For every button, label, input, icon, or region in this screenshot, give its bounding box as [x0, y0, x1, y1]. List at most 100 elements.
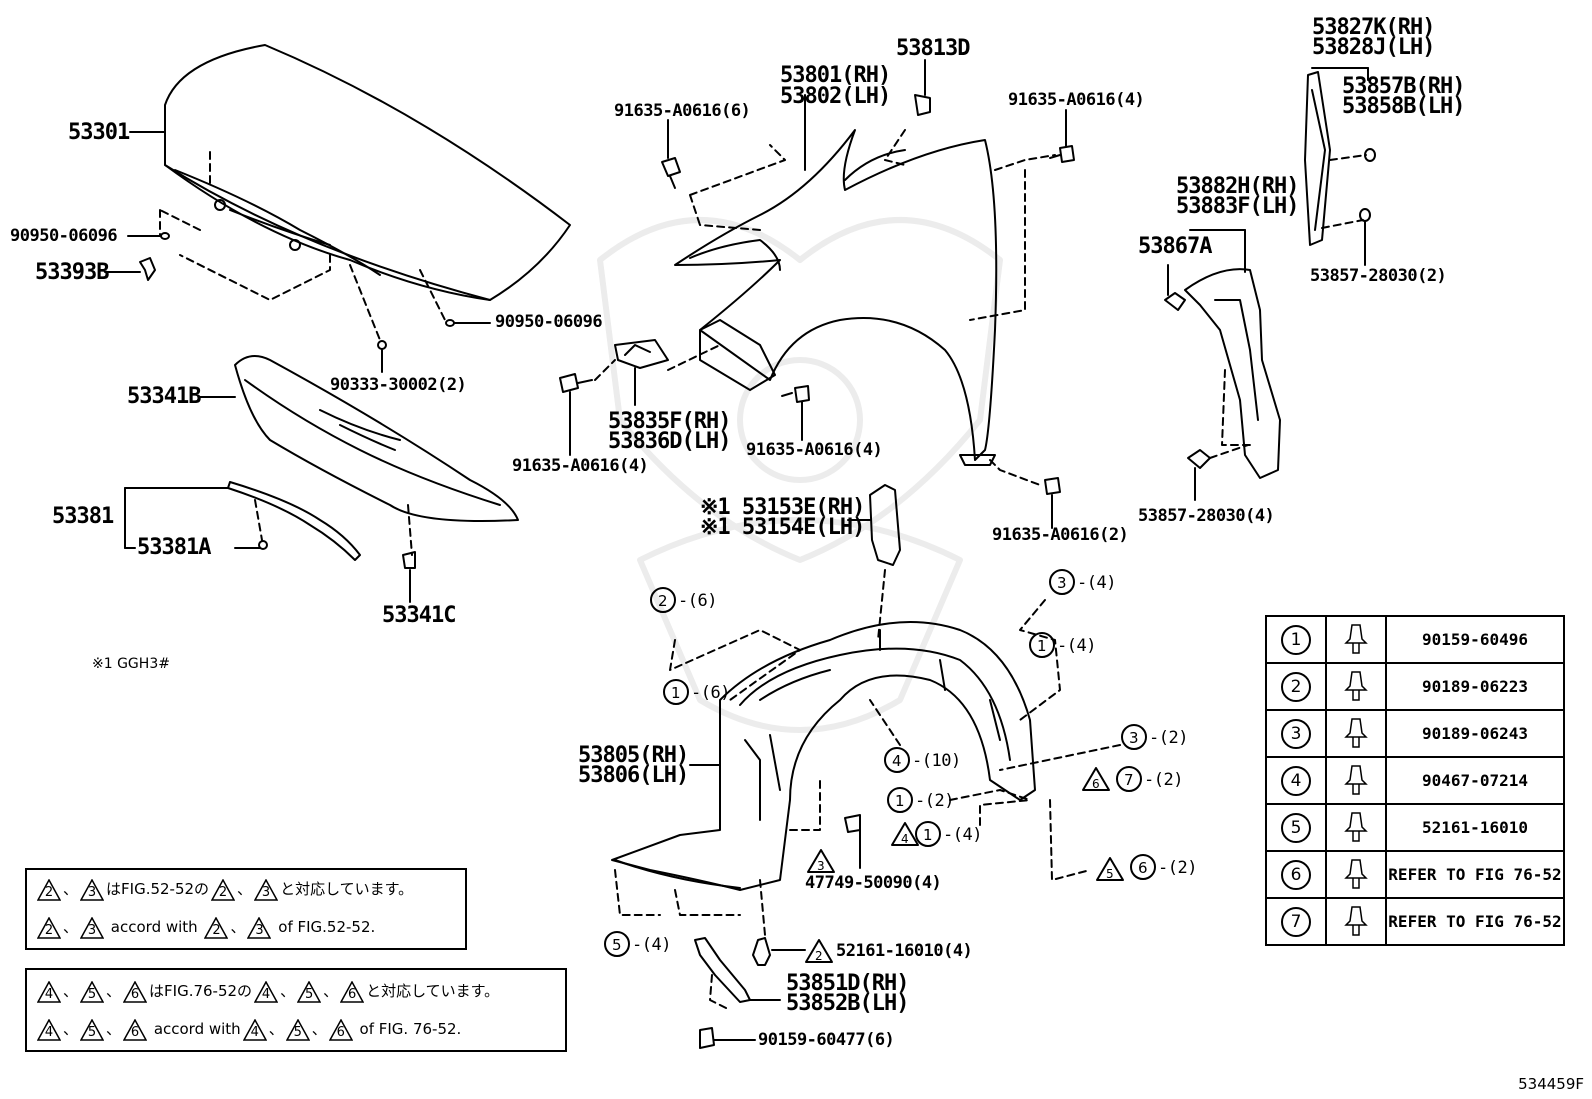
qty-c4-10: -(10)	[912, 751, 961, 771]
legend-number: 7	[1281, 906, 1311, 937]
note1-en-line: 2、3 accord with 2、3 of FIG.52-52.	[35, 916, 375, 939]
label-90950-06096-b: 90950-06096	[495, 312, 603, 332]
triangle-4-icon: 4	[37, 1018, 61, 1041]
legend-row: 6 REFER TO FIG 76-52	[1265, 850, 1565, 899]
sep: 、	[63, 982, 79, 1000]
triangle-6-icon: 6	[123, 1018, 148, 1041]
label-53341C: 53341C	[382, 603, 456, 628]
legend-part-number: 90159-60496	[1385, 615, 1565, 664]
note2-en-end: of FIG. 76-52.	[359, 1020, 462, 1038]
legend-number-cell: 2	[1265, 662, 1327, 711]
triangle-5-icon: 5	[297, 980, 322, 1003]
note1-en-end: of FIG.52-52.	[278, 918, 376, 936]
note2-en-mid: accord with	[153, 1020, 241, 1038]
legend-fastener-cell	[1325, 756, 1387, 805]
label-91635-a0616-4-left: 91635-A0616(4)	[512, 456, 649, 476]
sep: 、	[106, 1020, 122, 1038]
sep: 、	[323, 982, 339, 1000]
callout-digits: 21 31 43 71 16 5	[612, 574, 1148, 954]
legend-part-number: 90189-06223	[1385, 662, 1565, 711]
svg-text:1: 1	[923, 826, 933, 844]
pin-clip-icon	[1344, 811, 1368, 842]
qty-c1-6: -(6)	[691, 683, 730, 703]
legend-number-cell: 5	[1265, 803, 1327, 852]
legend-number-cell: 6	[1265, 850, 1327, 899]
nut-clip-icon	[1344, 858, 1368, 889]
sep: 、	[63, 1020, 79, 1038]
label-53153E: ※1 53153E(RH)	[700, 495, 865, 520]
label-53393B: 53393B	[35, 260, 109, 285]
label-53852B: 53852B(LH)	[786, 991, 909, 1016]
label-53857-28030-2: 53857-28030(2)	[1310, 266, 1447, 286]
bracket-53153E	[847, 484, 901, 641]
svg-text:2: 2	[658, 592, 668, 610]
svg-text:7: 7	[1124, 771, 1134, 789]
label-53381: 53381	[52, 504, 114, 529]
label-47749-50090: 47749-50090(4)	[805, 873, 942, 893]
legend-number-cell: 4	[1265, 756, 1327, 805]
label-53806: 53806(LH)	[578, 763, 689, 788]
svg-text:6: 6	[1138, 859, 1148, 877]
label-53381A: 53381A	[137, 535, 211, 560]
label-53858B: 53858B(LH)	[1342, 94, 1465, 119]
label-90950-06096-a: 90950-06096	[10, 226, 118, 246]
triangle-6-icon: 6	[340, 980, 365, 1003]
label-91635-a0616-4-top: 91635-A0616(4)	[1008, 90, 1145, 110]
triangle-marker-5	[1096, 857, 1124, 881]
screw-clip-icon	[1344, 623, 1368, 654]
label-53836D: 53836D(LH)	[608, 429, 731, 454]
label-52161-16010: 52161-16010(4)	[836, 941, 973, 961]
label-53813D: 53813D	[896, 36, 970, 61]
label-53802: 53802(LH)	[780, 84, 891, 109]
sep: 、	[237, 880, 253, 898]
hood-insulator-53341B	[199, 355, 519, 603]
triangle-2-icon: 2	[37, 878, 61, 901]
legend-fastener-cell	[1325, 897, 1387, 946]
svg-text:2: 2	[815, 949, 823, 963]
label-53801: 53801(RH)	[780, 63, 891, 88]
label-90159-60477: 90159-60477(6)	[758, 1030, 895, 1050]
legend-number-cell: 7	[1265, 897, 1327, 946]
triangle-3-icon: 3	[80, 916, 105, 939]
label-53828J: 53828J(LH)	[1312, 35, 1435, 60]
label-91635-a0616-6: 91635-A0616(6)	[614, 101, 751, 121]
triangle-2-icon: 2	[204, 916, 229, 939]
note1-en-mid: accord with	[110, 918, 198, 936]
triangle-4-icon: 4	[242, 1018, 267, 1041]
note1-jp-end: と対応しています。	[280, 880, 414, 898]
qty-c6-2: -(2)	[1158, 858, 1197, 878]
label-91635-a0616-4-mid: 91635-A0616(4)	[746, 440, 883, 460]
triangle-marker-3	[807, 849, 835, 873]
qty-c5-4: -(4)	[632, 935, 671, 955]
svg-text:6: 6	[1092, 777, 1100, 791]
variant-note: ※1 GGH3#	[92, 656, 170, 672]
legend-part-number: REFER TO FIG 76-52	[1385, 897, 1565, 946]
triangle-marker-4	[891, 822, 919, 846]
label-53867A: 53867A	[1138, 234, 1212, 259]
qty-c3-2: -(2)	[1149, 728, 1188, 748]
svg-text:4: 4	[892, 752, 902, 770]
callout-circles	[604, 569, 1156, 957]
legend-part-number: REFER TO FIG 76-52	[1385, 850, 1565, 899]
label-53851D: 53851D(RH)	[786, 971, 909, 996]
triangle-marker-2	[805, 939, 833, 963]
svg-text:4: 4	[901, 832, 909, 846]
svg-text:5: 5	[1106, 867, 1114, 881]
sep: 、	[280, 982, 296, 1000]
fender-seal-53882H	[1164, 229, 1281, 501]
legend-part-number: 52161-16010	[1385, 803, 1565, 852]
legend-number: 4	[1281, 765, 1311, 796]
push-clip-icon	[1344, 670, 1368, 701]
label-53883F: 53883F(LH)	[1176, 194, 1299, 219]
legend-row: 5 52161-16010	[1265, 803, 1565, 852]
label-53835F: 53835F(RH)	[608, 409, 731, 434]
triangle-2-icon: 2	[37, 916, 61, 939]
